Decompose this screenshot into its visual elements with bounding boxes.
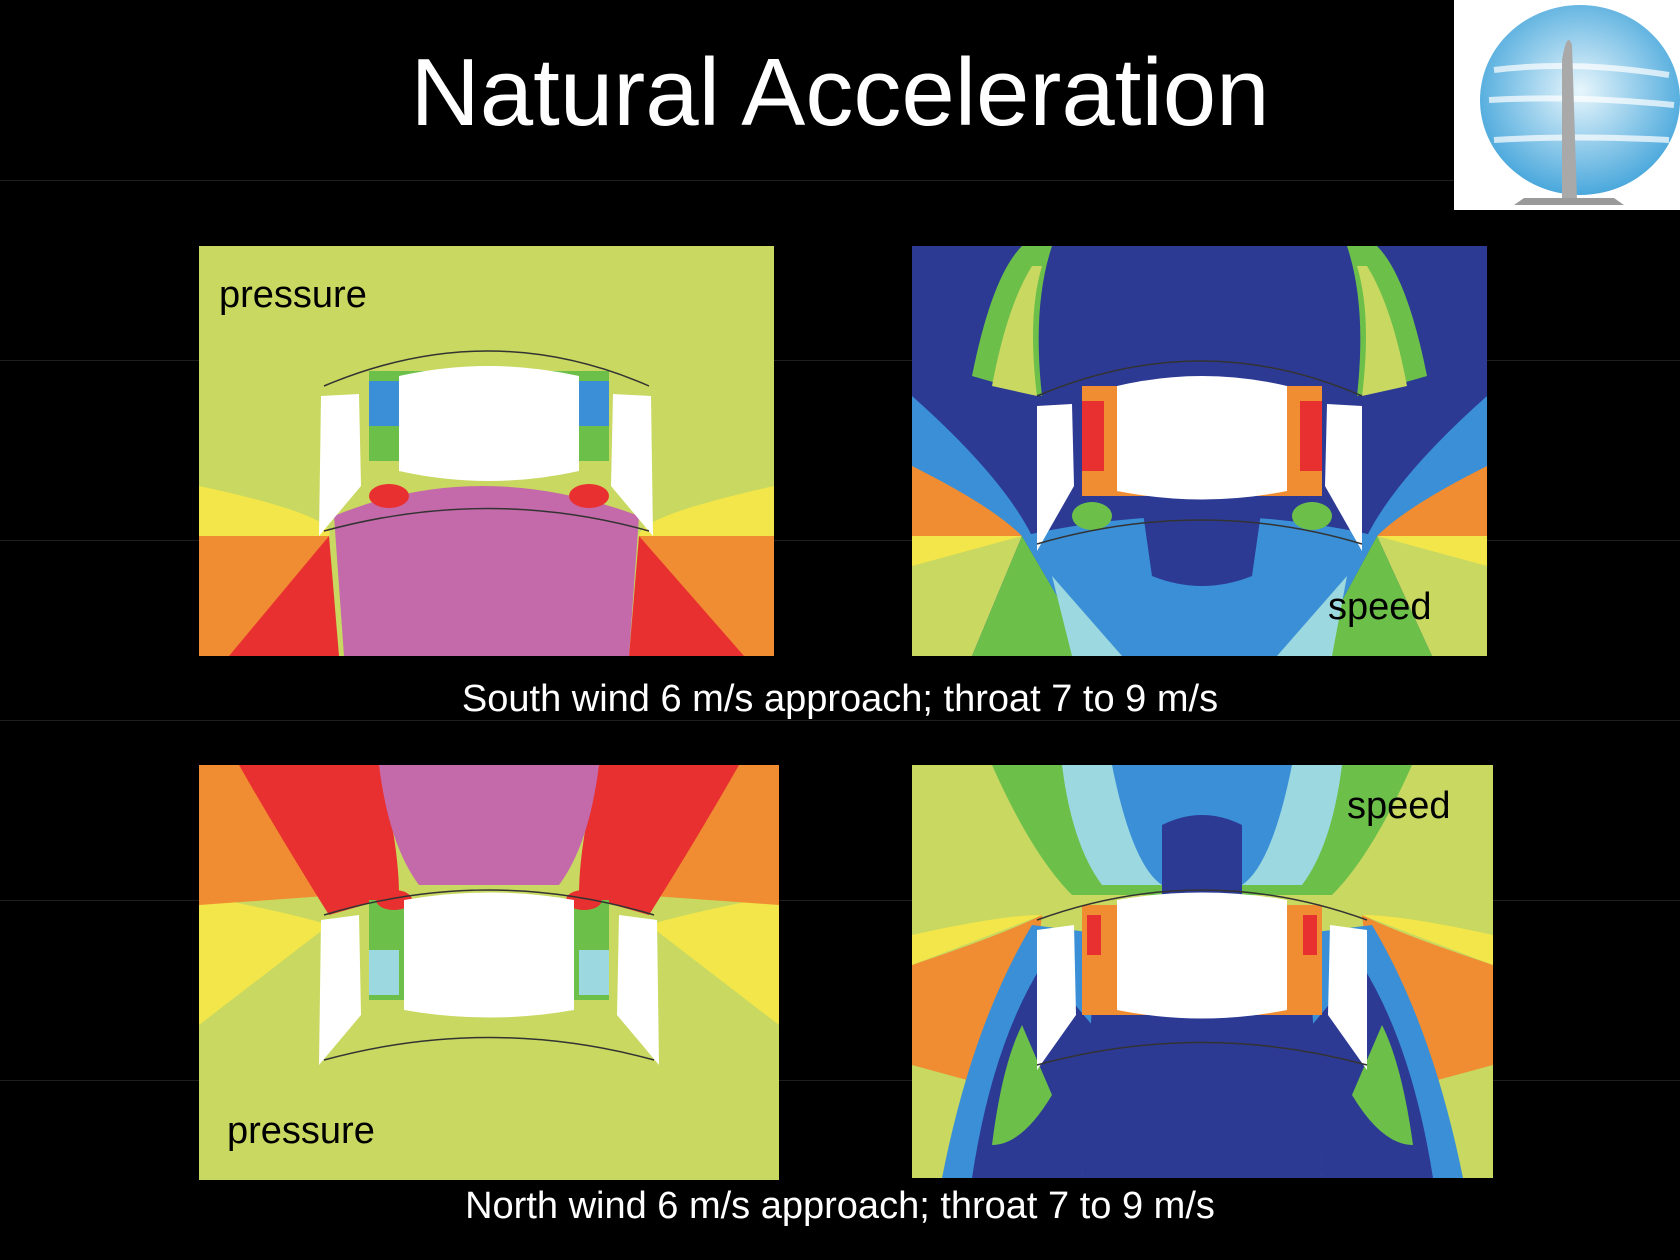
divider-line bbox=[0, 360, 1680, 361]
north-pressure-plot: pressure bbox=[199, 765, 779, 1180]
pressure-label: pressure bbox=[227, 1110, 375, 1152]
north-wind-caption: North wind 6 m/s approach; throat 7 to 9… bbox=[465, 1185, 1215, 1227]
logo-turbine-icon bbox=[1480, 5, 1680, 205]
divider-line bbox=[0, 540, 1680, 541]
slide-title: Natural Acceleration bbox=[410, 39, 1270, 146]
south-pressure-plot: pressure bbox=[199, 246, 774, 656]
divider-line bbox=[0, 180, 1680, 181]
speed-label: speed bbox=[1347, 785, 1451, 827]
north-speed-plot: speed bbox=[912, 765, 1493, 1178]
speed-label: speed bbox=[1328, 586, 1432, 628]
logo bbox=[1454, 0, 1680, 210]
divider-line bbox=[0, 900, 1680, 901]
pressure-label: pressure bbox=[219, 274, 367, 316]
south-speed-plot: speed bbox=[912, 246, 1487, 656]
south-wind-caption: South wind 6 m/s approach; throat 7 to 9… bbox=[461, 678, 1219, 720]
divider-line bbox=[0, 720, 1680, 721]
divider-line bbox=[0, 1080, 1680, 1081]
